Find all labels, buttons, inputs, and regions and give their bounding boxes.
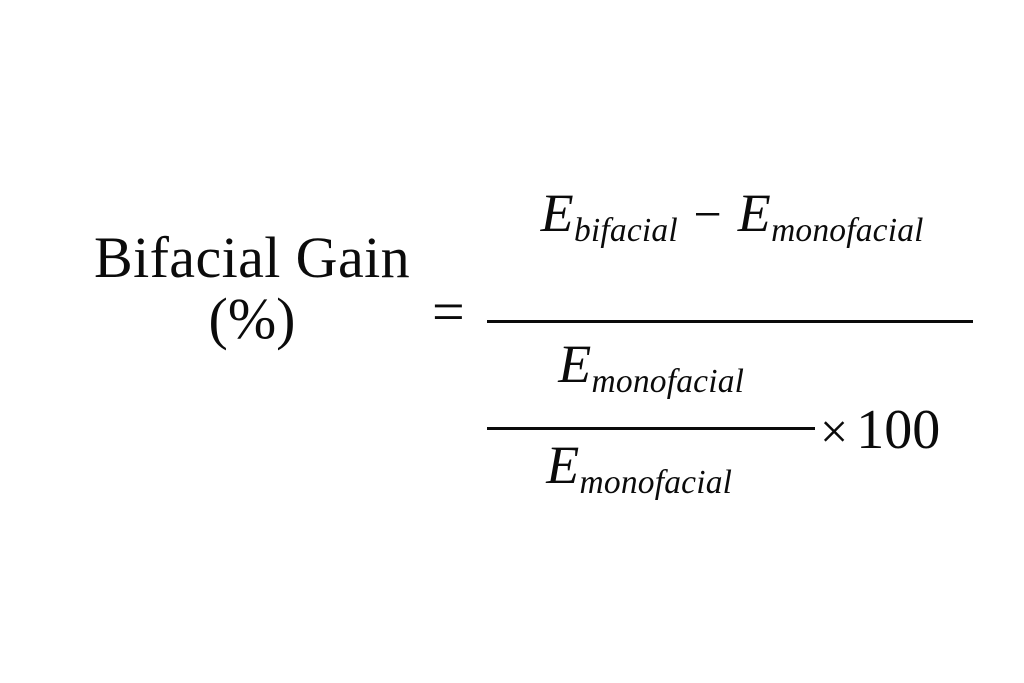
main-fraction-bar <box>487 320 973 323</box>
inner-fraction-bar <box>487 427 815 430</box>
term-e-monofacial-upper: Emonofacial <box>558 333 744 400</box>
inner-fraction-denominator: Emonofacial <box>475 434 803 501</box>
term-e-monofacial-lower: Emonofacial <box>546 434 732 501</box>
variable-e: E <box>558 334 592 394</box>
equation-right-side: Ebifacial − Emonofacial <box>487 182 977 318</box>
variable-e: E <box>546 435 580 495</box>
term-e-bifacial: Ebifacial <box>540 182 678 249</box>
inner-fraction-numerator: Emonofacial <box>487 333 815 400</box>
subscript-monofacial: monofacial <box>591 363 745 401</box>
percent-unit-label: (%) <box>208 286 296 352</box>
bifacial-gain-label: Bifacial Gain <box>93 225 410 290</box>
multiplier-value: 100 <box>856 399 941 461</box>
term-e-monofacial-numerator: Emonofacial <box>737 182 924 249</box>
variable-e: E <box>540 183 574 243</box>
subscript-bifacial: bifacial <box>574 212 678 250</box>
subscript-monofacial: monofacial <box>579 464 733 502</box>
equals-sign: = <box>432 279 465 344</box>
times-operator: × <box>820 403 849 459</box>
minus-operator: − <box>693 186 722 242</box>
multiplier-group: ×100 <box>820 402 940 458</box>
fraction-numerator: Ebifacial − Emonofacial <box>487 182 977 318</box>
subscript-monofacial: monofacial <box>771 212 924 250</box>
variable-e: E <box>737 183 771 243</box>
equation-left-side: Bifacial Gain (%) <box>62 228 442 348</box>
